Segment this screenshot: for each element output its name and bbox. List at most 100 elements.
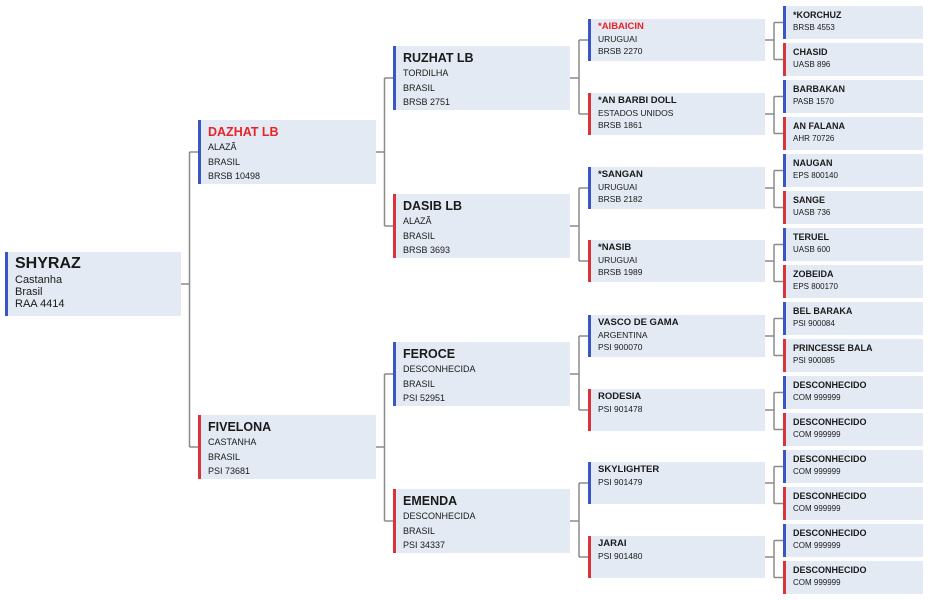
- horse-gen4-2[interactable]: CHASID UASB 896: [783, 43, 923, 76]
- horse-coat: DESCONHECIDA: [403, 511, 476, 521]
- horse-registry: PSI 901478: [598, 404, 643, 414]
- horse-registry: PSI 901480: [598, 551, 643, 561]
- horse-dam[interactable]: FIVELONA CASTANHA BRASIL PSI 73681: [198, 415, 376, 479]
- horse-country: URUGUAI: [598, 182, 638, 192]
- horse-shyraz[interactable]: SHYRAZ Castanha Brasil RAA 4414: [5, 252, 181, 316]
- horse-name: *NASIB: [598, 242, 632, 253]
- horse-name: *AIBAICIN: [598, 21, 644, 32]
- horse-name: SANGE: [793, 195, 826, 205]
- horse-name: DESCONHECIDO: [793, 417, 867, 427]
- horse-name: BEL BARAKA: [793, 306, 853, 316]
- horse-country: BRASIL: [403, 82, 436, 93]
- horse-gen3-4[interactable]: *NASIB URUGUAI BRSB 1989: [588, 240, 765, 282]
- horse-registry: COM 999999: [793, 467, 841, 476]
- horse-registry: BRSB 4553: [793, 23, 835, 32]
- horse-registry: PSI 901479: [598, 477, 643, 487]
- horse-registry: UASB 736: [793, 208, 831, 217]
- horse-gen4-1[interactable]: *KORCHUZ BRSB 4553: [783, 6, 923, 39]
- horse-gen4-6[interactable]: SANGE UASB 736: [783, 191, 923, 224]
- horse-coat: DESCONHECIDA: [403, 364, 476, 374]
- horse-name: DAZHAT LB: [208, 125, 279, 139]
- horse-country: BRASIL: [403, 378, 436, 389]
- horse-name: JARAI: [598, 538, 627, 549]
- horse-country: ESTADOS UNIDOS: [598, 108, 674, 118]
- horse-registry: COM 999999: [793, 430, 841, 439]
- horse-registry: COM 999999: [793, 541, 841, 550]
- horse-name: DASIB LB: [403, 199, 463, 213]
- horse-country: ARGENTINA: [598, 330, 648, 340]
- horse-registry: BRSB 2751: [403, 97, 451, 107]
- horse-name: SKYLIGHTER: [598, 464, 660, 475]
- horse-gen4-11[interactable]: DESCONHECIDO COM 999999: [783, 376, 923, 409]
- horse-gen4-12[interactable]: DESCONHECIDO COM 999999: [783, 413, 923, 446]
- horse-gen3-7[interactable]: SKYLIGHTER PSI 901479: [588, 462, 765, 504]
- horse-gen3-1[interactable]: *AIBAICIN URUGUAI BRSB 2270: [588, 19, 765, 61]
- horse-gen4-7[interactable]: TERUEL UASB 600: [783, 228, 923, 261]
- horse-gen4-8[interactable]: ZOBEIDA EPS 800170: [783, 265, 923, 298]
- horse-gen2-1[interactable]: RUZHAT LB TORDILHA BRASIL BRSB 2751: [393, 46, 570, 110]
- horse-gen3-8[interactable]: JARAI PSI 901480: [588, 536, 765, 578]
- horse-gen3-2[interactable]: *AN BARBI DOLL ESTADOS UNIDOS BRSB 1861: [588, 93, 765, 135]
- horse-registry: COM 999999: [793, 393, 841, 402]
- horse-gen4-16[interactable]: DESCONHECIDO COM 999999: [783, 561, 923, 594]
- horse-sire[interactable]: DAZHAT LB ALAZÃ BRASIL BRSB 10498: [198, 120, 376, 184]
- horse-gen4-3[interactable]: BARBAKAN PASB 1570: [783, 80, 923, 113]
- horse-coat: TORDILHA: [403, 68, 449, 78]
- horse-country: Brasil: [15, 286, 43, 298]
- horse-gen3-6[interactable]: RODESIA PSI 901478: [588, 389, 765, 431]
- horse-name: FIVELONA: [208, 420, 272, 434]
- horse-registry: UASB 600: [793, 245, 831, 254]
- horse-name: *SANGAN: [598, 169, 643, 180]
- horse-name: DESCONHECIDO: [793, 454, 867, 464]
- horse-name: EMENDA: [403, 494, 458, 508]
- horse-registry: UASB 896: [793, 60, 831, 69]
- horse-country: URUGUAI: [598, 255, 638, 265]
- horse-registry: BRSB 10498: [208, 171, 261, 181]
- horse-gen4-10[interactable]: PRINCESSE BALA PSI 900085: [783, 339, 923, 372]
- horse-registry: COM 999999: [793, 504, 841, 513]
- horse-gen2-3[interactable]: FEROCE DESCONHECIDA BRASIL PSI 52951: [393, 342, 570, 406]
- horse-gen3-3[interactable]: *SANGAN URUGUAI BRSB 2182: [588, 167, 765, 209]
- horse-registry: EPS 800170: [793, 282, 838, 291]
- horse-country: BRASIL: [208, 451, 241, 462]
- horse-name: *AN BARBI DOLL: [598, 95, 677, 106]
- horse-gen4-13[interactable]: DESCONHECIDO COM 999999: [783, 450, 923, 483]
- horse-name: DESCONHECIDO: [793, 491, 867, 501]
- horse-registry: BRSB 1861: [598, 120, 643, 130]
- horse-name: RODESIA: [598, 391, 642, 402]
- horse-gen4-4[interactable]: AN FALANA AHR 70726: [783, 117, 923, 150]
- horse-name: RUZHAT LB: [403, 51, 474, 65]
- horse-registry: BRSB 2270: [598, 46, 643, 56]
- horse-coat: ALAZÃ: [208, 142, 237, 152]
- horse-name: DESCONHECIDO: [793, 565, 867, 575]
- horse-country: BRASIL: [403, 525, 436, 536]
- horse-country: BRASIL: [403, 230, 436, 241]
- horse-registry: PSI 900085: [793, 356, 835, 365]
- horse-registry: COM 999999: [793, 578, 841, 587]
- horse-name: *KORCHUZ: [793, 10, 842, 20]
- horse-name: BARBAKAN: [793, 84, 845, 94]
- horse-name: VASCO DE GAMA: [598, 317, 679, 328]
- horse-name: AN FALANA: [793, 121, 845, 131]
- horse-gen4-14[interactable]: DESCONHECIDO COM 999999: [783, 487, 923, 520]
- horse-name: SHYRAZ: [15, 255, 81, 272]
- horse-name: ZOBEIDA: [793, 269, 834, 279]
- horse-gen3-5[interactable]: VASCO DE GAMA ARGENTINA PSI 900070: [588, 315, 765, 357]
- horse-registry: EPS 800140: [793, 171, 838, 180]
- horse-gen2-2[interactable]: DASIB LB ALAZÃ BRASIL BRSB 3693: [393, 194, 570, 258]
- horse-registry: PSI 52951: [403, 393, 446, 403]
- horse-registry: RAA 4414: [15, 298, 65, 310]
- horse-gen2-4[interactable]: EMENDA DESCONHECIDA BRASIL PSI 34337: [393, 489, 570, 553]
- horse-gen4-5[interactable]: NAUGAN EPS 800140: [783, 154, 923, 187]
- horse-registry: PSI 900070: [598, 342, 643, 352]
- horse-name: FEROCE: [403, 347, 456, 361]
- horse-name: NAUGAN: [793, 158, 833, 168]
- horse-registry: BRSB 1989: [598, 267, 643, 277]
- horse-gen4-15[interactable]: DESCONHECIDO COM 999999: [783, 524, 923, 557]
- horse-gen4-9[interactable]: BEL BARAKA PSI 900084: [783, 302, 923, 335]
- horse-country: URUGUAI: [598, 34, 638, 44]
- horse-registry: BRSB 3693: [403, 245, 451, 255]
- horse-registry: BRSB 2182: [598, 194, 643, 204]
